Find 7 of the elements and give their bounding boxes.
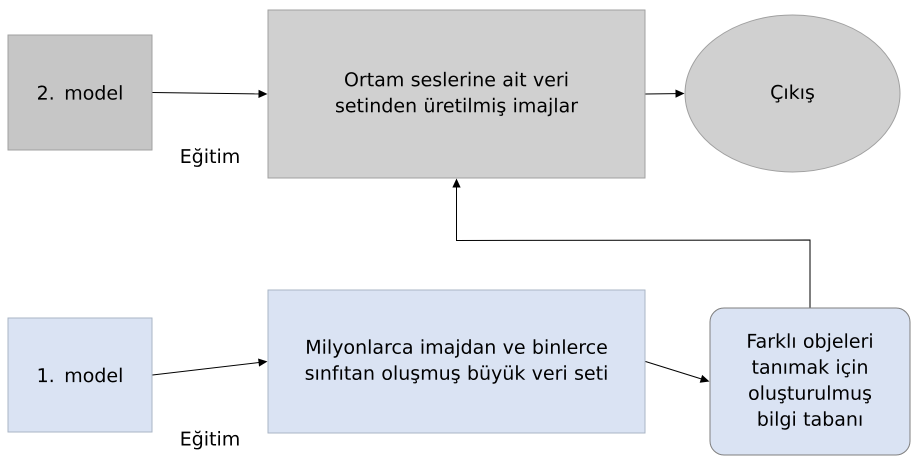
edge-label: Eğitim xyxy=(178,430,242,450)
process-box: 1. model xyxy=(8,318,152,432)
process-box: 2. model xyxy=(8,34,152,150)
knowledge-base-box: Farklı objeleri tanımak için oluşturulmuş bilgi tabanı xyxy=(710,308,910,456)
edge-label: Eğitim xyxy=(178,147,242,168)
process-box: Milyonlarca imajdan ve binlerce sınfıtan oluşmuş büyük veri seti xyxy=(268,290,646,434)
process-box: Ortam seslerine ait veri setinden üretilmiş imajlar xyxy=(268,10,646,178)
